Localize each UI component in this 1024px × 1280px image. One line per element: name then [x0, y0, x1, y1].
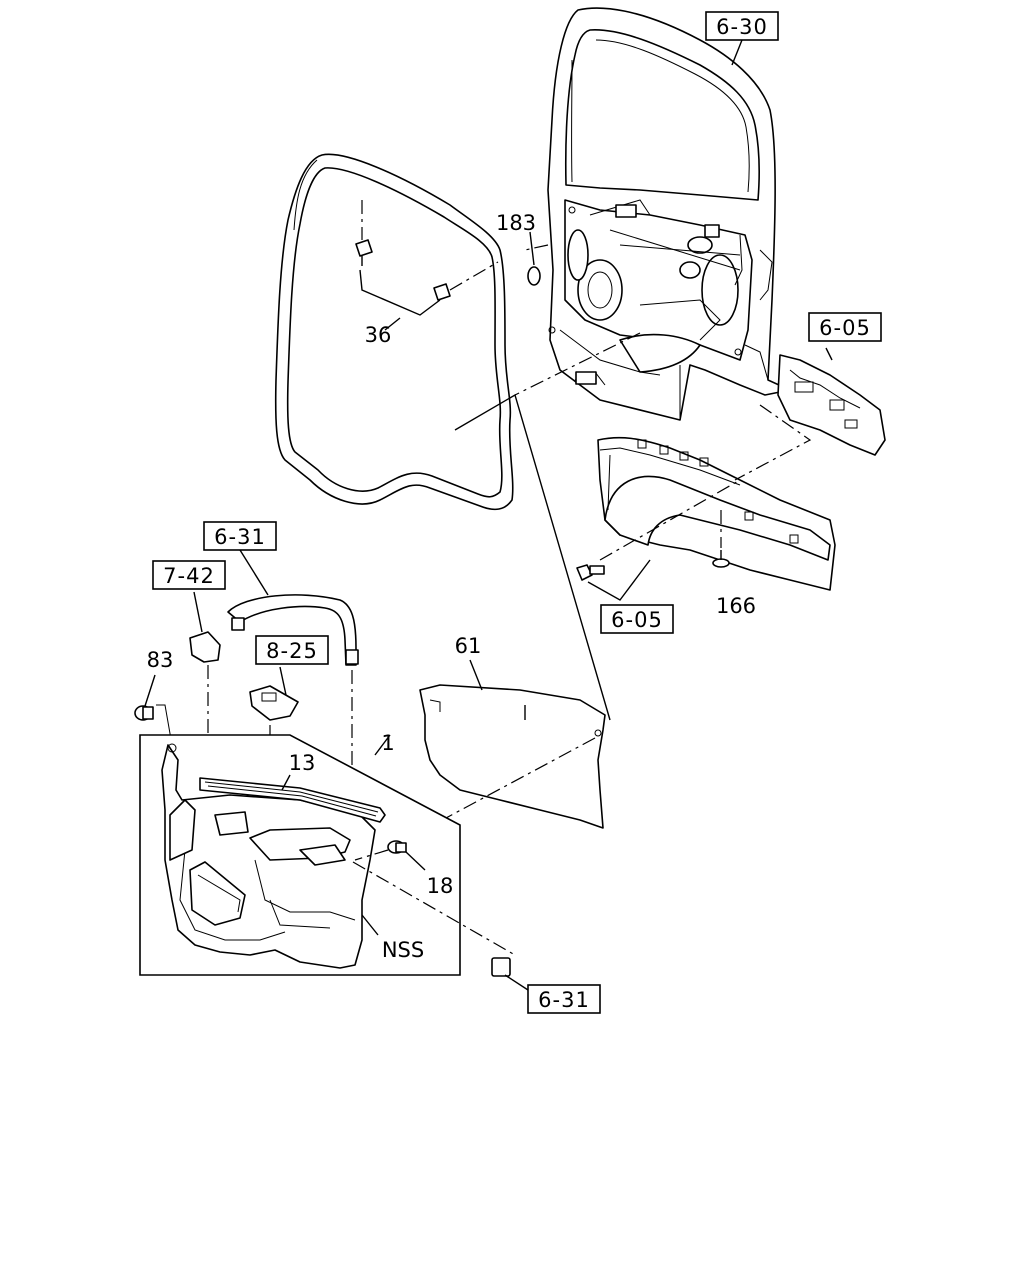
bolt-83 [134, 674, 173, 746]
switch-6-31 [352, 861, 529, 991]
ref-6-05-lower-text: 6-05 [611, 608, 663, 632]
ref-8-25-text: 8-25 [266, 639, 318, 663]
door-weatherstrip [274, 153, 514, 511]
bolt-6-05 [576, 559, 651, 601]
callout-83: 83 [147, 648, 174, 672]
leader-61-line [454, 393, 611, 721]
ref-box-6-30: 6-30 [705, 11, 779, 66]
ref-box-8-25: 8-25 [255, 635, 329, 665]
ref-box-6-31-grip: 6-31 [203, 521, 277, 551]
ref-box-6-05-right: 6-05 [808, 312, 882, 342]
ref-6-31-grip-text: 6-31 [214, 525, 266, 549]
callout-nss: NSS [382, 938, 424, 962]
ref-6-30-text: 6-30 [716, 15, 768, 39]
callout-183: 183 [496, 211, 536, 235]
ref-box-7-42: 7-42 [152, 560, 226, 590]
sheet-61 [404, 659, 606, 841]
callout-13: 13 [289, 751, 316, 775]
right-trim-piece [734, 347, 886, 481]
ref-box-6-05-lower: 6-05 [600, 604, 674, 634]
callout-1: 1 [381, 731, 394, 755]
door-trim-panel [161, 743, 386, 969]
clip-183 [527, 231, 541, 286]
screw-18 [354, 840, 426, 871]
callout-36: 36 [365, 323, 392, 347]
callout-61: 61 [455, 634, 482, 658]
ref-7-42-text: 7-42 [163, 564, 215, 588]
leader-nss [361, 914, 379, 936]
fastener-36 [355, 200, 499, 331]
callout-18: 18 [427, 874, 454, 898]
screw-166 [712, 510, 730, 568]
callout-166: 166 [716, 594, 756, 618]
lower-trim-panel [597, 436, 836, 591]
ref-6-31-lower-text: 6-31 [538, 988, 590, 1012]
door-panel-drawing [524, 7, 791, 421]
ref-box-6-31-lower: 6-31 [527, 984, 601, 1014]
assist-grip [227, 549, 359, 860]
leader-panel-seal [514, 332, 641, 396]
ref-6-05-right-text: 6-05 [819, 316, 871, 340]
